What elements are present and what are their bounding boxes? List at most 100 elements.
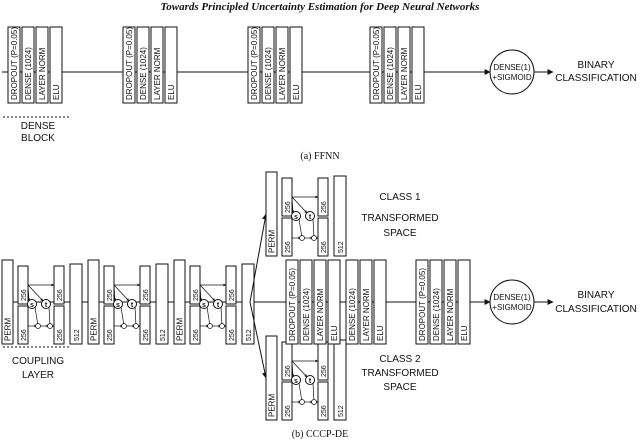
ffnn-block4-layer3-box (397, 26, 411, 104)
coupling1-t-label: t (45, 302, 48, 309)
coupling2-out-bot-label: 256 (143, 329, 150, 341)
ffnn-caption: (a) FFNN (300, 151, 339, 162)
coupling3-concat-box (241, 263, 255, 345)
coupling4-in-top-label: 256 (285, 201, 292, 213)
ffnn-block3-layer2-label: DENSE (1024) (264, 47, 273, 100)
class2-label-line2: TRANSFORMED (361, 368, 438, 379)
coupling4-edge2 (291, 196, 308, 214)
coupling4-out-bot-label: 256 (321, 241, 328, 253)
coupling2-perm-box (87, 259, 100, 345)
coupling4-s-label: s (294, 214, 298, 221)
coupling5-t-label: t (309, 378, 312, 385)
dense-block-label-line2: BLOCK (21, 133, 55, 144)
coupling5-out-top-label: 256 (321, 365, 328, 377)
ccpde-output-line2: CLASSIFICATION (555, 304, 637, 315)
ffnn-block1-layer1-box (7, 26, 21, 104)
coupling3-mult-op (207, 323, 213, 329)
coupling2-concat-box (155, 263, 169, 345)
coupling5-edge2 (291, 360, 308, 378)
coupling1-concat-box (69, 263, 83, 345)
coupling4-edge3 (298, 218, 303, 239)
ffnn-block2-layer1-box (122, 26, 136, 104)
ffnn-block1-layer3-box (35, 26, 49, 104)
coupling5-edge1 (291, 360, 295, 378)
coupling2-perm-label: PERM (90, 318, 99, 341)
ccpde-block3-layer4-label: ELU (460, 325, 469, 341)
coupling3-t-label: t (217, 302, 220, 309)
ffnn-sigmoid-head (489, 49, 535, 95)
coupling5-out-bot-label: 256 (321, 405, 328, 417)
coupling5-t-node (305, 375, 315, 385)
coupling5-in-top-label: 256 (285, 365, 292, 377)
ffnn-head-label-line2: +SIGMOID (492, 73, 532, 82)
ccpde-block2-layer2-box (359, 259, 373, 345)
ccpde-block3-layer1-label: DROPOUT (P=0.05) (418, 268, 427, 341)
ccpde-block3-layer4-box (457, 259, 471, 345)
ffnn-block4-layer2-label: DENSE (1024) (386, 47, 395, 100)
coupling1-perm-label: PERM (4, 318, 13, 341)
ffnn-block1-layer4-box (49, 26, 63, 104)
ffnn-block3-layer2-box (261, 26, 275, 104)
coupling-layer-label-line2: LAYER (22, 370, 54, 381)
coupling4-in-bot-box (281, 217, 293, 257)
coupling5-s-label: s (294, 378, 298, 385)
coupling5-mult-op (299, 399, 305, 405)
coupling3-edge1 (199, 284, 203, 302)
ffnn-output-line2: CLASSIFICATION (555, 73, 637, 84)
coupling4-perm-box (265, 171, 278, 257)
class1-label-line2: TRANSFORMED (361, 213, 438, 224)
ffnn-block1-layer3-label: LAYER NORM (38, 47, 47, 100)
coupling4-edge4 (312, 218, 316, 239)
ccpde-block2-layer3-label: ELU (376, 325, 385, 341)
coupling1-t-node (41, 299, 51, 309)
coupling1-s-label: s (30, 302, 34, 309)
ffnn-block1-layer2-box (21, 26, 35, 104)
ccpde-block3-layer2-box (429, 259, 443, 345)
coupling3-add-op (219, 323, 225, 329)
ccpde-block3-layer3-label: LAYER NORM (446, 288, 455, 341)
ffnn-block2-layer3-box (150, 26, 164, 104)
ccpde-block3-layer1-box (415, 259, 429, 345)
coupling3-concat-label: 512 (246, 329, 253, 341)
ccpde-block2-layer2-label: LAYER NORM (362, 288, 371, 341)
ffnn-block3-layer4-box (289, 26, 303, 104)
running-title: Towards Principled Uncertainty Estimatio… (161, 1, 480, 13)
ccpde-block1-layer4-box (327, 259, 341, 345)
coupling3-edge2 (199, 284, 216, 302)
ffnn-block2-layer1-label: DROPOUT (P=0.05) (125, 27, 134, 100)
coupling2-in-bot-label: 256 (107, 329, 114, 341)
coupling4-t-node (305, 211, 315, 221)
ccpde-output-line1: BINARY (577, 290, 614, 301)
coupling-layer-label-line1: COUPLING (12, 356, 64, 367)
ccpde-sigmoid-head (489, 279, 535, 325)
ffnn-block1-layer1-label: DROPOUT (P=0.05) (10, 27, 19, 100)
coupling3-out-top-label: 256 (229, 289, 236, 301)
ffnn-block2-layer2-label: DENSE (1024) (139, 47, 148, 100)
coupling5-in-bot-box (281, 381, 293, 421)
ccpde-block3-layer3-box (443, 259, 457, 345)
ccpde-block1-layer4-label: ELU (330, 325, 339, 341)
ffnn-diagram: DROPOUT (P=0.05) DENSE (1024) LAYER NORM EL… (2, 26, 637, 162)
coupling2-t-label: t (131, 302, 134, 309)
coupling4-perm-label: PERM (268, 230, 277, 253)
coupling4-concat-box (333, 175, 347, 257)
coupling4-mult-op (299, 235, 305, 241)
class2-label-line3: SPACE (383, 382, 416, 393)
ffnn-block3-layer4-label: ELU (292, 84, 301, 100)
ccpde-block1-layer3-label: LAYER NORM (316, 288, 325, 341)
coupling1-out-top-label: 256 (57, 289, 64, 301)
coupling1-edge4 (48, 306, 52, 327)
ffnn-block4-layer2-box (383, 26, 397, 104)
class1-label-line3: SPACE (383, 228, 416, 239)
coupling5-add-op (311, 399, 317, 405)
coupling2-s-node (113, 299, 123, 309)
coupling1-edge2 (27, 284, 44, 302)
coupling3-edge3 (206, 306, 211, 327)
class2-label-line1: CLASS 2 (379, 354, 421, 365)
ffnn-head-label-line1: DENSE(1) (493, 63, 531, 72)
